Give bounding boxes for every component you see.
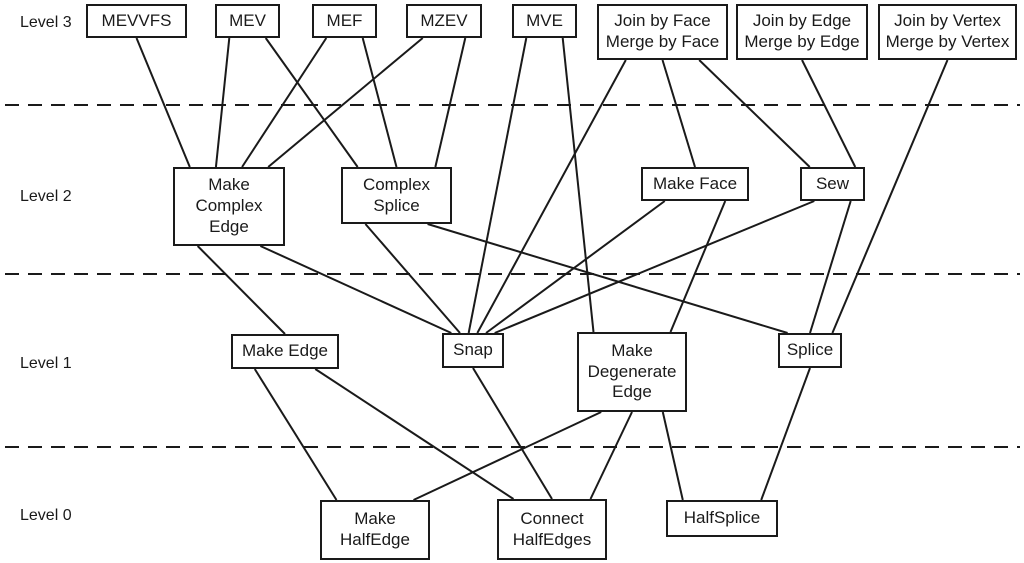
- level-label-2: Level 2: [20, 188, 72, 205]
- node-mev: MEV: [215, 4, 280, 38]
- node-label: Sew: [815, 173, 850, 193]
- node-mevvfs: MEVVFS: [86, 4, 187, 38]
- node-label: Make HalfEdge: [340, 509, 410, 549]
- edge-mve-to-make_degenerate_edge: [561, 37, 595, 333]
- edge-complex_splice-to-splice: [427, 223, 788, 334]
- edge-join_vertex-to-splice: [831, 59, 949, 334]
- edge-make_face-to-snap: [485, 200, 666, 334]
- edge-make_degenerate_edge-to-make_halfedge: [413, 411, 602, 501]
- node-label: Make Face: [652, 173, 738, 193]
- node-sew: Sew: [800, 167, 865, 201]
- node-label: Join by Edge Merge by Edge: [744, 11, 860, 51]
- node-label: MEF: [326, 10, 363, 30]
- node-label: Make Edge: [242, 341, 328, 361]
- edge-make_edge-to-connect_halfedges: [314, 368, 515, 500]
- edge-mzev-to-complex_splice: [434, 37, 467, 168]
- edge-sew-to-splice: [809, 200, 852, 334]
- edge-join_face-to-make_face: [661, 59, 696, 168]
- edge-join_face-to-snap: [476, 59, 627, 334]
- node-label: Splice: [786, 340, 834, 360]
- edge-mevvfs-to-make_complex_edge: [135, 37, 191, 168]
- node-label: Join by Face Merge by Face: [605, 11, 720, 51]
- edge-snap-to-connect_halfedges: [472, 367, 553, 500]
- level-label-3: Level 3: [20, 14, 72, 31]
- node-splice: Splice: [778, 333, 842, 368]
- node-make_face: Make Face: [641, 167, 749, 201]
- node-join_edge: Join by Edge Merge by Edge: [736, 4, 868, 60]
- node-label: MEV: [229, 10, 266, 30]
- edge-mef-to-complex_splice: [361, 37, 398, 168]
- node-label: MVE: [526, 10, 563, 30]
- level-label-0: Level 0: [20, 507, 72, 524]
- edge-make_degenerate_edge-to-connect_halfedges: [589, 411, 633, 500]
- edge-mzev-to-make_complex_edge: [267, 37, 424, 168]
- edge-splice-to-halfsplice: [760, 367, 811, 501]
- node-join_face: Join by Face Merge by Face: [597, 4, 728, 60]
- node-label: Snap: [453, 340, 493, 360]
- edge-mve-to-snap: [467, 37, 528, 334]
- node-make_edge: Make Edge: [231, 334, 339, 369]
- node-complex_splice: Complex Splice: [341, 167, 452, 224]
- node-label: Make Degenerate Edge: [587, 340, 677, 402]
- edge-complex_splice-to-snap: [364, 223, 461, 334]
- node-label: Make Complex Edge: [195, 175, 263, 236]
- edge-mev-to-complex_splice: [264, 37, 359, 168]
- node-label: MZEV: [420, 10, 468, 30]
- node-label: Complex Splice: [362, 174, 431, 215]
- node-connect_halfedges: Connect HalfEdges: [497, 499, 607, 560]
- node-make_complex_edge: Make Complex Edge: [173, 167, 285, 246]
- node-mzev: MZEV: [406, 4, 482, 38]
- node-label: Connect HalfEdges: [512, 508, 592, 549]
- edge-mev-to-make_complex_edge: [214, 37, 231, 168]
- node-snap: Snap: [442, 333, 504, 368]
- edge-sew-to-snap: [494, 200, 815, 334]
- edge-mef-to-make_complex_edge: [241, 37, 328, 168]
- node-mef: MEF: [312, 4, 377, 38]
- node-label: MEVVFS: [101, 10, 172, 30]
- level-label-1: Level 1: [20, 355, 72, 372]
- edge-make_degenerate_edge-to-halfsplice: [661, 411, 684, 501]
- edge-join_face-to-sew: [698, 59, 811, 168]
- edge-join_edge-to-sew: [801, 59, 857, 168]
- node-halfsplice: HalfSplice: [666, 500, 778, 537]
- edge-make_complex_edge-to-snap: [259, 245, 452, 334]
- node-label: Join by Vertex Merge by Vertex: [885, 11, 1010, 51]
- edge-make_edge-to-make_halfedge: [253, 368, 338, 501]
- node-mve: MVE: [512, 4, 577, 38]
- edge-make_face-to-make_degenerate_edge: [669, 200, 727, 333]
- node-join_vertex: Join by Vertex Merge by Vertex: [878, 4, 1017, 60]
- node-make_degenerate_edge: Make Degenerate Edge: [577, 332, 687, 412]
- node-make_halfedge: Make HalfEdge: [320, 500, 430, 560]
- node-label: HalfSplice: [683, 508, 761, 528]
- edge-make_complex_edge-to-make_edge: [196, 245, 286, 335]
